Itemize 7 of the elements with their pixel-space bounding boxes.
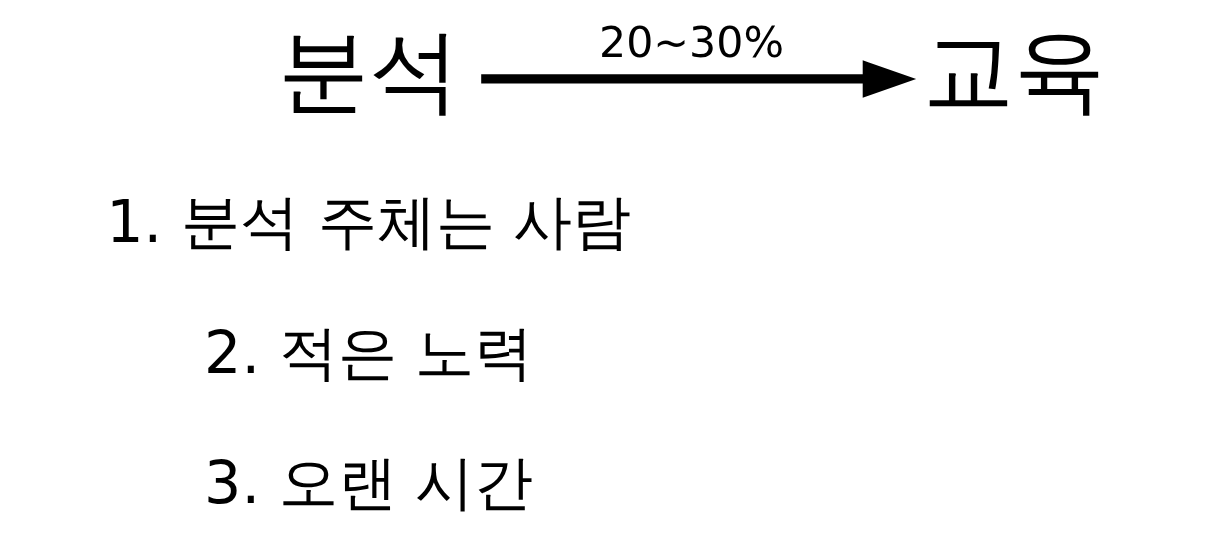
arrow <box>481 60 917 98</box>
label: 3. 오랜 시간 <box>204 449 534 518</box>
node-text: 분석 <box>277 18 460 124</box>
node-text: 교육 <box>923 18 1106 124</box>
label: 2. 적은 노력 <box>204 318 534 387</box>
label: 1. 분석 주체는 사람 <box>106 187 632 256</box>
edge-label: 20~30% <box>599 17 784 68</box>
